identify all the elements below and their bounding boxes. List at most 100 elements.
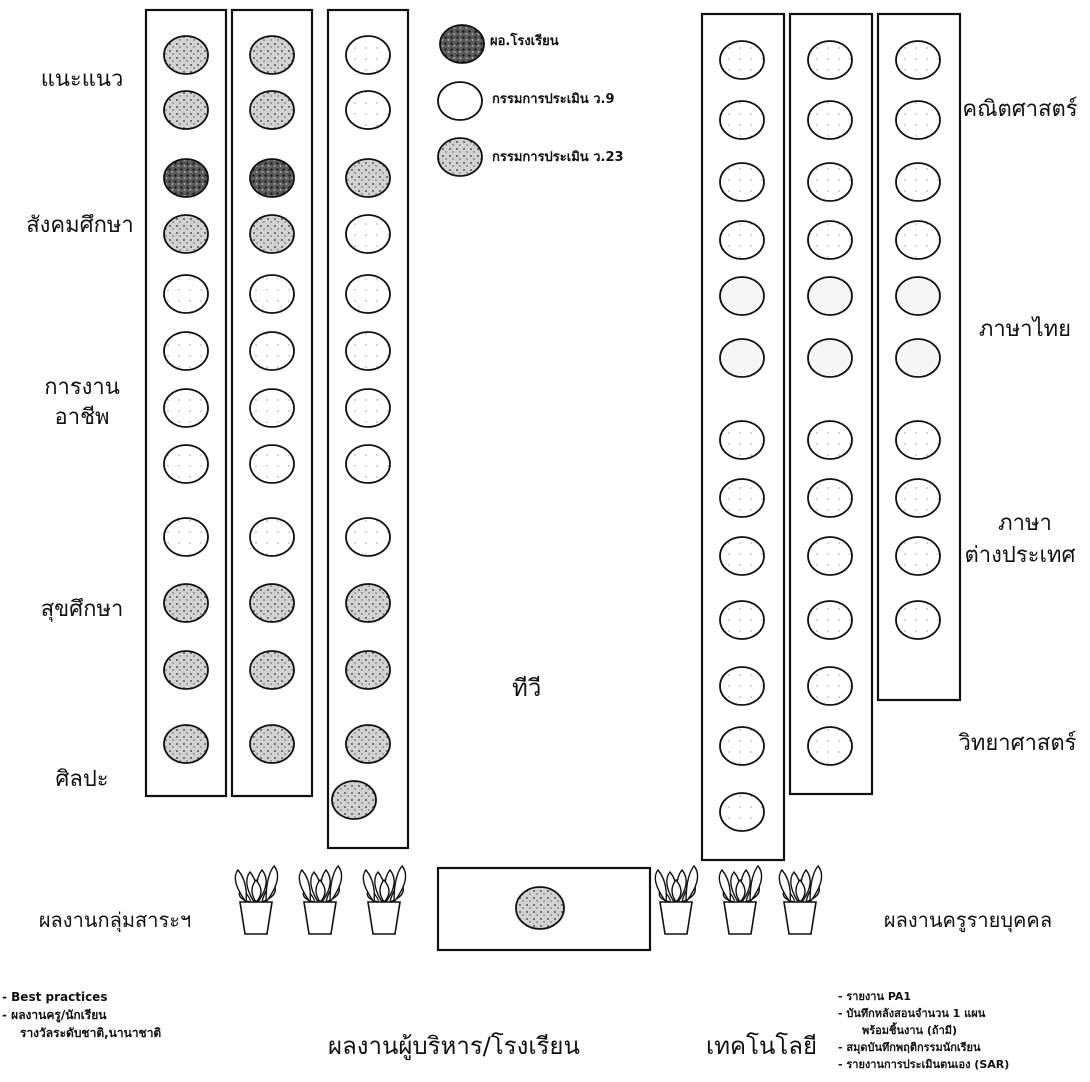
seat-left-col2 (249, 331, 295, 371)
teacher-works-heading: ผลงานครูรายบุคคล (883, 908, 1053, 932)
seat-left-col3 (345, 583, 391, 623)
note-best-practices: - Best practices (2, 990, 108, 1004)
seat-right-col2 (807, 536, 853, 576)
seat-right-col3 (895, 220, 941, 260)
seat-left-col1 (163, 583, 209, 623)
label-science: วิทยาศาสตร์ (958, 731, 1077, 756)
seat-right-col1 (719, 100, 765, 140)
seat-left-col3 (345, 444, 391, 484)
seat-right-col1 (719, 478, 765, 518)
legend-committee-23-seat (437, 137, 483, 177)
label-career-line1: การงาน (44, 375, 120, 400)
seat-right-col1 (719, 338, 765, 378)
legend-committee-9-seat (437, 81, 483, 121)
label-career-line2: อาชีพ (54, 405, 110, 430)
right-table-2 (788, 12, 874, 796)
potted-plant-icon (234, 864, 279, 935)
seat-right-col2 (807, 666, 853, 706)
seat-right-col3 (895, 40, 941, 80)
seat-right-col1 (719, 600, 765, 640)
seat-right-col3 (895, 478, 941, 518)
seat-right-col3 (895, 600, 941, 640)
left-table-2 (230, 8, 314, 798)
seat-left-col1 (163, 650, 209, 690)
group-works-heading: ผลงานกลุ่มสาระฯ (38, 908, 192, 932)
seat-executive (515, 886, 565, 930)
seat-left-col1 (163, 214, 209, 254)
seat-left-col3 (345, 650, 391, 690)
seat-right-col2 (807, 726, 853, 766)
seat-left-col1 (163, 158, 209, 198)
seat-right-col1 (719, 420, 765, 460)
left-table-3 (326, 8, 410, 850)
seat-left-col1 (163, 388, 209, 428)
label-health: สุขศึกษา (40, 597, 124, 622)
right-table-1 (700, 12, 786, 862)
seat-left-col3 (345, 274, 391, 314)
right-notes: - รายงาน PA1 - บันทึกหลังสอนจำนวน 1 แผน … (838, 988, 1009, 1073)
legend-director-seat (439, 24, 485, 64)
executive-table (436, 866, 652, 952)
seat-left-col3 (345, 90, 391, 130)
seat-right-col1 (719, 726, 765, 766)
label-math: คณิตศาสตร์ (962, 97, 1078, 122)
label-thai: ภาษาไทย (978, 317, 1072, 342)
seat-left-col2 (249, 583, 295, 623)
seat-right-col2 (807, 220, 853, 260)
potted-plant-icon (654, 864, 699, 935)
seat-right-col3 (895, 420, 941, 460)
seat-left-col3 (345, 724, 391, 764)
label-social-studies: สังคมศึกษา (26, 213, 134, 238)
seat-right-col2 (807, 600, 853, 640)
seat-left-col2 (249, 388, 295, 428)
seat-left-col2 (249, 444, 295, 484)
seat-right-col2 (807, 338, 853, 378)
seat-left-col2 (249, 214, 295, 254)
seat-left-col3 (345, 35, 391, 75)
seat-right-col2 (807, 162, 853, 202)
seat-right-col3 (895, 536, 941, 576)
seat-left-col2 (249, 35, 295, 75)
seat-right-col1 (719, 666, 765, 706)
seat-right-col3 (895, 276, 941, 316)
admin-works-heading: ผลงานผู้บริหาร/โรงเรียน (328, 1032, 580, 1060)
note-lesson-log: - บันทึกหลังสอนจำนวน 1 แผน (838, 1007, 986, 1020)
label-foreign-line2: ต่างประเทศ (964, 543, 1076, 568)
seat-right-col1 (719, 162, 765, 202)
seat-left-col2 (249, 724, 295, 764)
note-sar: - รายงานการประเมินตนเอง (SAR) (838, 1058, 1010, 1071)
seat-left-col2 (249, 274, 295, 314)
left-table-1 (144, 8, 228, 798)
seat-right-col1 (719, 40, 765, 80)
seat-right-col1 (719, 220, 765, 260)
note-teacher-student-works: - ผลงานครู/นักเรียน (2, 1008, 107, 1022)
seat-left-col3 (345, 388, 391, 428)
tv-label: ทีวี (512, 674, 542, 702)
seat-left-col2 (249, 90, 295, 130)
label-art: ศิลปะ (55, 767, 109, 792)
seat-left-col1 (163, 274, 209, 314)
note-work-pieces: พร้อมชิ้นงาน (ถ้ามี) (862, 1024, 958, 1037)
potted-plant-icon (298, 864, 343, 935)
seat-left-col1 (163, 444, 209, 484)
seat-left-col1 (163, 90, 209, 130)
seat-right-col2 (807, 478, 853, 518)
seat-right-col3 (895, 338, 941, 378)
seat-left-col1 (163, 331, 209, 371)
legend-committee-23-label: กรรมการประเมิน ว.23 (492, 150, 624, 165)
seat-left-col3 (345, 158, 391, 198)
right-table-3 (876, 12, 962, 702)
note-pa1: - รายงาน PA1 (838, 990, 912, 1003)
potted-plant-icon (778, 864, 823, 935)
seat-left-col3 (345, 517, 391, 557)
legend-committee-9-label: กรรมการประเมิน ว.9 (492, 92, 615, 107)
seat-left-col3 (331, 780, 377, 820)
seat-left-col2 (249, 517, 295, 557)
seat-right-col1 (719, 536, 765, 576)
seat-left-col1 (163, 35, 209, 75)
seat-right-col3 (895, 162, 941, 202)
seat-right-col1 (719, 792, 765, 832)
seat-right-col2 (807, 420, 853, 460)
seat-left-col2 (249, 158, 295, 198)
